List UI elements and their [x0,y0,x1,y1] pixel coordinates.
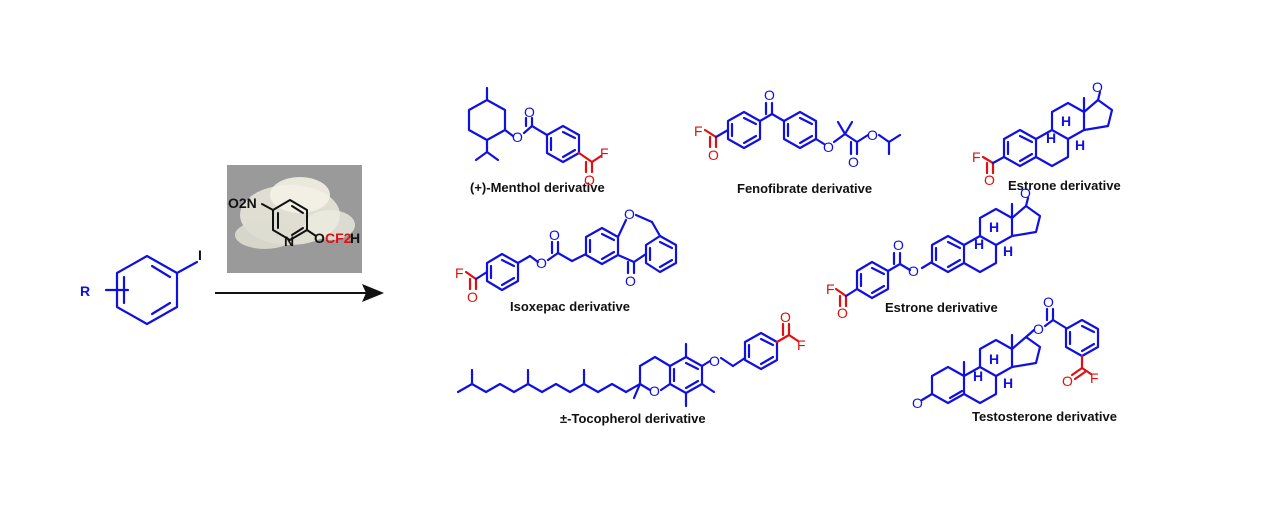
menthol-derivative: O O O F (+)-Menthol derivative [467,86,609,195]
isoxepac-acyl-o: O [467,289,478,305]
fenofibrate-label: Fenofibrate derivative [737,181,872,196]
estrone1-h-2: H [1046,130,1056,146]
fenofibrate-acyl-f: F [694,123,703,139]
estrone1-acyl-o: O [984,172,995,188]
estrone2-h-2: H [974,236,984,252]
estrone2-acyl-o: O [837,305,848,321]
estrone1-ketone-o: O [1092,79,1103,95]
estrone2-h-3: H [1003,243,1013,259]
reagent-nitro-label: O2N [228,195,257,211]
menthol-carbonyl-o: O [524,104,535,120]
isoxepac-ester-o: O [536,255,547,271]
menthol-acyl-f: F [600,145,609,161]
testosterone-derivative: O O O O F H H H Testosterone derivative [912,294,1117,424]
tocopherol-ether-o: O [709,353,720,369]
iodine-label: I [198,247,202,263]
estrone2-h-1: H [989,219,999,235]
testosterone-ester-o: O [1033,321,1044,337]
isoxepac-ring-o: O [624,206,635,222]
fenofibrate-acyl-o: O [708,147,719,163]
reaction-arrow [215,284,384,302]
estrone2-carbonyl-o: O [893,237,904,253]
estrone1-label: Estrone derivative [1008,178,1121,193]
isoxepac-acyl-f: F [455,265,464,281]
fenofibrate-ester-carbonyl-o: O [848,154,859,170]
estrone2-acyl-f: F [826,281,835,297]
testosterone-label: Testosterone derivative [972,409,1117,424]
estrone2-ketone-o: O [1020,185,1031,201]
tocopherol-acyl-f: F [797,337,806,353]
tocopherol-derivative: O O O F ±-Tocopherol derivative [456,309,806,426]
aryl-iodide-reactant: R I [80,247,202,326]
reagent-oxygen: O [314,230,325,246]
estrone-derivative-1: F O O H H H Estrone derivative [972,79,1121,193]
estrone2-label: Estrone derivative [885,300,998,315]
isoxepac-ketone-o: O [625,273,636,289]
estrone1-h-3: H [1075,137,1085,153]
testosterone-acyl-f: F [1090,370,1099,386]
tocopherol-label: ±-Tocopherol derivative [560,411,706,426]
fenofibrate-ester-o: O [867,127,878,143]
isoxepac-carbonyl-o: O [549,227,560,243]
testosterone-ketone-o: O [912,395,923,411]
fenofibrate-derivative: F O O O O O Fenofibrate derivative [694,87,902,196]
reagent-ring-n: N [284,233,294,249]
estrone-derivative-2: F O O O O H H H Estrone derivative [826,185,1042,321]
fenofibrate-ketone-o: O [764,87,775,103]
isoxepac-label: Isoxepac derivative [510,299,630,314]
reagent-cf2: CF2 [325,230,352,246]
testosterone-h-1: H [989,351,999,367]
menthol-ester-o: O [512,129,523,145]
tocopherol-acyl-o: O [780,309,791,325]
estrone1-acyl-f: F [972,149,981,165]
estrone1-h-1: H [1061,113,1071,129]
estrone2-ester-o: O [908,263,919,279]
menthol-label: (+)-Menthol derivative [470,180,605,195]
menthol-acyl-o: O [584,172,595,188]
reagent-photo: O2N N O CF2 H [227,165,362,273]
reagent-h: H [350,230,360,246]
fenofibrate-ether-o: O [823,139,834,155]
testosterone-acyl-o: O [1062,373,1073,389]
r-group-label: R [80,283,90,299]
testosterone-h-3: H [1003,375,1013,391]
testosterone-h-2: H [973,368,983,384]
isoxepac-derivative: F O O O O O Isoxepac deriv [455,206,678,314]
testosterone-carbonyl-o: O [1043,294,1054,310]
tocopherol-ring-o: O [649,383,660,399]
